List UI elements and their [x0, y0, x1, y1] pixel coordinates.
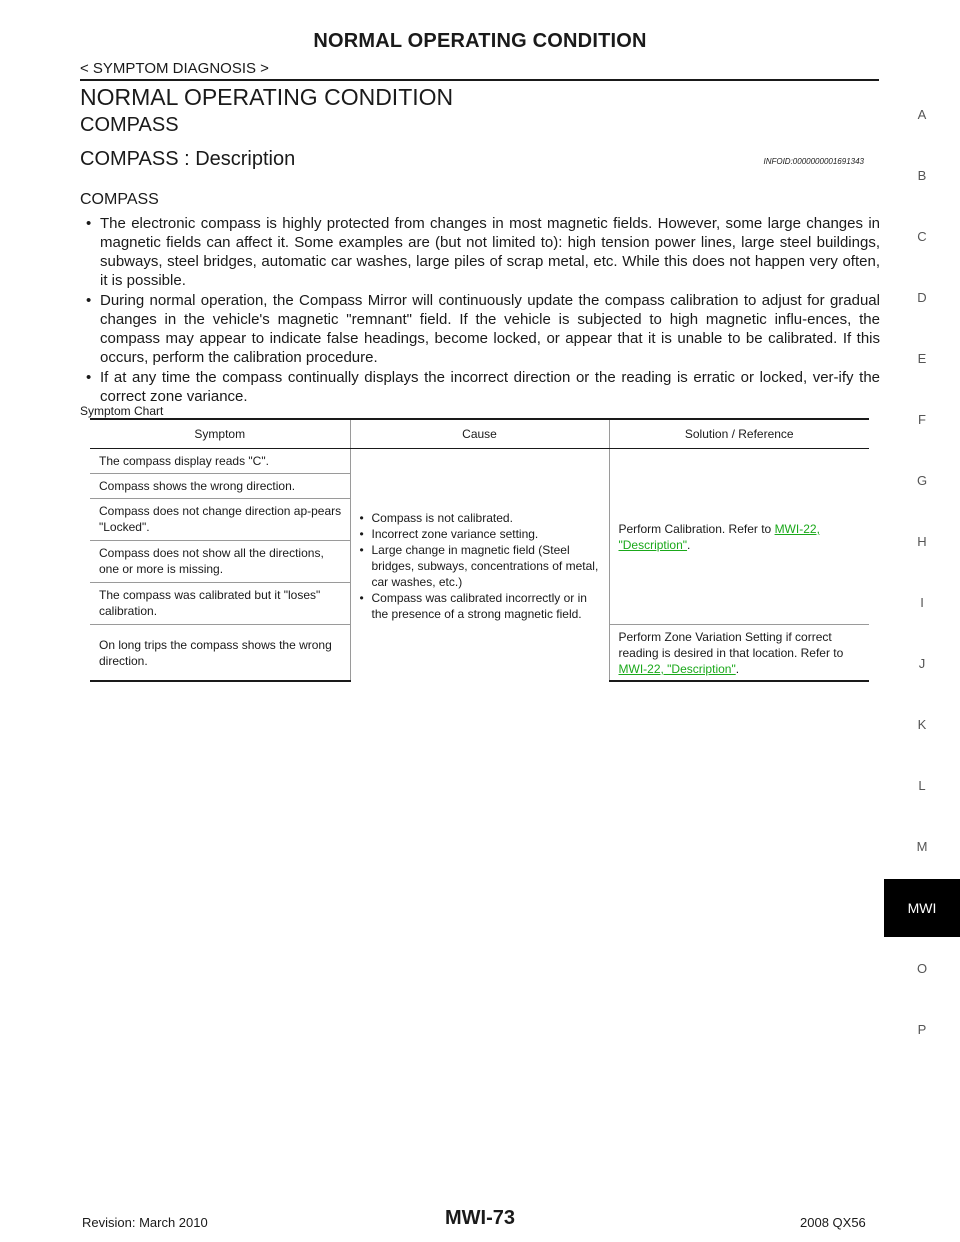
index-tab-mwi-active[interactable]: MWI — [884, 879, 960, 937]
table-row: The compass was calibrated but it "loses… — [90, 582, 869, 625]
solution-text: Perform Zone Variation Setting if correc… — [618, 630, 844, 660]
section-heading: COMPASS — [80, 114, 179, 136]
index-tab-a[interactable]: A — [917, 107, 927, 122]
column-header-cause: Cause — [349, 418, 609, 449]
table-header-row: Symptom Cause Solution / Reference — [90, 418, 869, 449]
index-tab-h[interactable]: H — [917, 534, 927, 549]
table-row: Compass does not show all the directions… — [90, 540, 869, 583]
symptom-cell: Compass does not show all the directions… — [90, 540, 350, 583]
header-divider — [80, 79, 879, 81]
reference-link[interactable]: MWI-22, "Description" — [618, 522, 820, 552]
cause-cell: Compass is not calibrated. Incorrect zon… — [349, 448, 609, 681]
description-subheading: COMPASS — [80, 191, 159, 208]
index-tab-i[interactable]: I — [920, 595, 924, 610]
bullet-item: The electronic compass is highly protect… — [86, 214, 880, 290]
section-index-tabs: A B C D E F G H I J K L M MWI O P — [884, 84, 960, 1060]
index-tab-p[interactable]: P — [917, 1022, 927, 1037]
index-tab-e[interactable]: E — [917, 351, 927, 366]
subsection-heading: COMPASS : Description — [80, 148, 296, 170]
index-tab-g[interactable]: G — [916, 473, 928, 488]
solution-end: . — [735, 662, 740, 676]
index-tab-k[interactable]: K — [917, 717, 927, 732]
footer-revision: Revision: March 2010 — [82, 1215, 208, 1230]
description-bullets: The electronic compass is highly protect… — [86, 214, 880, 407]
symptom-cell: The compass display reads "C". — [90, 448, 350, 474]
bullet-item: If at any time the compass continually d… — [86, 368, 880, 406]
cause-item: Incorrect zone variance setting. — [360, 526, 601, 542]
section-breadcrumb: < SYMPTOM DIAGNOSIS > — [80, 60, 269, 77]
solution-cell: Perform Zone Variation Setting if correc… — [608, 624, 869, 682]
cause-item: Compass is not calibrated. — [360, 510, 601, 526]
cause-item: Large change in magnetic field (Steel br… — [360, 542, 601, 590]
solution-end: . — [687, 538, 691, 552]
page-header-title: NORMAL OPERATING CONDITION — [313, 30, 647, 52]
footer-page-number: MWI-73 — [445, 1207, 515, 1229]
column-header-solution: Solution / Reference — [608, 418, 869, 449]
symptom-cell: On long trips the compass shows the wron… — [90, 624, 350, 682]
index-tab-l[interactable]: L — [918, 778, 926, 793]
table-row: Compass shows the wrong direction. — [90, 473, 869, 499]
main-heading: NORMAL OPERATING CONDITION — [80, 84, 454, 110]
symptom-cell: The compass was calibrated but it "loses… — [90, 582, 350, 625]
solution-text: Perform Calibration. Refer to — [618, 522, 775, 536]
info-id: INFOID:0000000001691343 — [763, 157, 864, 166]
table-row: The compass display reads "C". Compass i… — [90, 448, 869, 681]
index-tab-o[interactable]: O — [916, 961, 928, 976]
index-tab-c[interactable]: C — [917, 229, 927, 244]
index-tab-b[interactable]: B — [917, 168, 927, 183]
table-row: On long trips the compass shows the wron… — [90, 624, 869, 682]
symptom-cell: Compass does not change direction ap-pea… — [90, 498, 350, 541]
symptom-chart-label: Symptom Chart — [80, 404, 164, 418]
index-tab-d[interactable]: D — [917, 290, 927, 305]
column-header-symptom: Symptom — [90, 418, 350, 449]
index-tab-m[interactable]: M — [916, 839, 928, 854]
symptom-cell: Compass shows the wrong direction. — [90, 473, 350, 499]
solution-cell: Perform Calibration. Refer to MWI-22, "D… — [608, 448, 869, 625]
index-tab-f[interactable]: F — [918, 412, 926, 427]
cause-item: Compass was calibrated incorrectly or in… — [360, 590, 601, 622]
bullet-item: During normal operation, the Compass Mir… — [86, 291, 880, 367]
cause-list: Compass is not calibrated. Incorrect zon… — [360, 510, 601, 622]
symptom-chart-table: Symptom Cause Solution / Reference The c… — [90, 418, 869, 682]
table-row: Compass does not change direction ap-pea… — [90, 498, 869, 541]
reference-link[interactable]: MWI-22, "Description" — [618, 662, 736, 676]
index-tab-j[interactable]: J — [918, 656, 926, 671]
footer-model: 2008 QX56 — [800, 1215, 866, 1230]
